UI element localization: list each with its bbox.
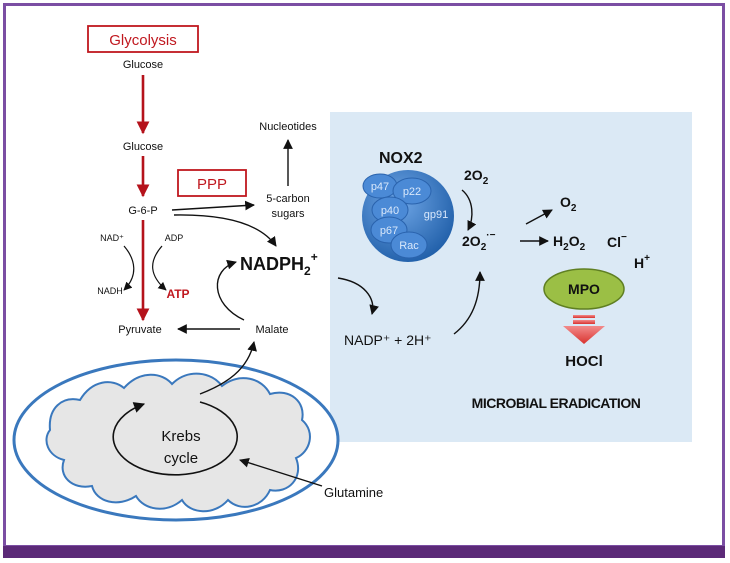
sugars-label: sugars [271, 208, 305, 220]
chloride-label: Cl− [607, 232, 627, 250]
malate-label: Malate [255, 324, 288, 336]
bottom-band [3, 546, 725, 558]
ppp-label: PPP [197, 176, 227, 193]
nox2-title: NOX2 [379, 150, 423, 167]
subunit-p22-shape [392, 177, 432, 205]
five-carbon-label: 5-carbon [266, 193, 309, 205]
arrow-g6p-to-5carbon [171, 200, 255, 211]
arrow-superoxide-to-o2 [525, 209, 553, 225]
nadph-label: NADPH2+ [240, 250, 318, 278]
o2-reactant-label: 2O2 [464, 167, 489, 187]
arrow-nad-to-nadh [123, 245, 135, 291]
superoxide-label: 2O2·− [462, 230, 496, 253]
subunit-p67-label: p67 [380, 225, 398, 237]
mpo-to-hocl-arrow [563, 315, 605, 344]
h2o2-label: H2O2 [553, 233, 586, 253]
nadh-label: NADH [97, 286, 123, 296]
arrow-g6p-to-nadph [173, 214, 277, 247]
nox2-panel [330, 112, 692, 442]
ppp-box [177, 169, 247, 197]
subunit-p40-label: p40 [381, 205, 399, 217]
subunit-gp91-label: gp91 [424, 209, 448, 221]
arrow-glutamine-to-krebs [239, 457, 323, 487]
subunit-p22-label: p22 [403, 186, 421, 198]
subunit-rac-label: Rac [399, 240, 419, 252]
caption-label: MICROBIAL ERADICATION [472, 395, 641, 411]
krebs-label-line1: Krebs [161, 428, 200, 445]
arrow-nadp-to-superoxide [453, 271, 485, 335]
krebs-cycle-circle [112, 401, 239, 476]
arrow-o2-to-superoxide [461, 189, 477, 231]
proton-label: H+ [634, 253, 650, 271]
arrow-nadph-to-nadp [337, 277, 379, 315]
nucleotides-label: Nucleotides [259, 121, 317, 133]
subunit-p47-label: p47 [371, 181, 389, 193]
glutamine-label: Glutamine [324, 485, 383, 500]
glycolysis-box [87, 25, 199, 53]
glycolysis-label: Glycolysis [109, 32, 177, 49]
krebs-box [140, 418, 222, 472]
adp-label: ADP [165, 233, 184, 243]
arrow-malate-to-nadph [216, 259, 245, 321]
krebs-label-line2: cycle [164, 450, 198, 467]
nad-label: NAD⁺ [100, 233, 124, 243]
mpo-label: MPO [568, 281, 600, 297]
atp-label: ATP [166, 287, 189, 301]
arrow-adp-to-atp [152, 245, 167, 291]
mpo-ellipse [543, 268, 625, 310]
hocl-label: HOCl [565, 353, 603, 370]
arrow-mito-to-malate [199, 341, 257, 395]
g6p-label: G-6-P [128, 205, 157, 217]
nox2-complex: p47 p22 p40 gp91 p67 Rac [362, 170, 454, 262]
glucose-top-label: Glucose [123, 59, 163, 71]
subunit-rac-shape [390, 231, 428, 259]
o2-product-label: O2 [560, 194, 577, 214]
nadp-product-label: NADP⁺ + 2H⁺ [344, 332, 432, 348]
glucose-label: Glucose [123, 141, 163, 153]
pyruvate-label: Pyruvate [118, 324, 161, 336]
